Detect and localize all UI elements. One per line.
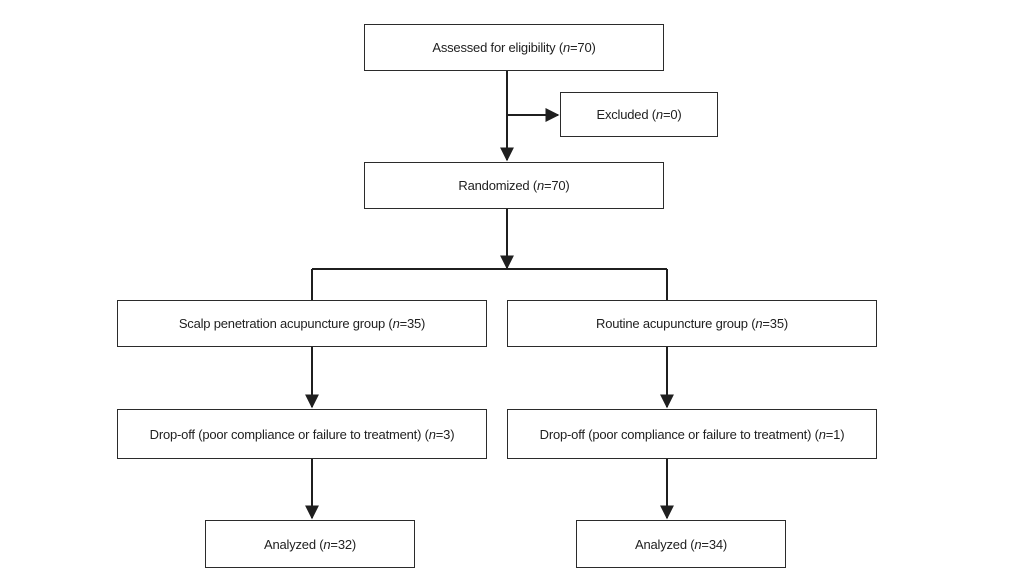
routine-dropoff-box: Drop-off (poor compliance or failure to … bbox=[507, 409, 877, 459]
scalp-acupuncture-group-box: Scalp penetration acupuncture group (n=3… bbox=[117, 300, 487, 347]
scalp-acupuncture-group-text: Scalp penetration acupuncture group (n=3… bbox=[178, 316, 426, 331]
routine-analyzed-box: Analyzed (n=34) bbox=[576, 520, 786, 568]
scalp-analyzed-box: Analyzed (n=32) bbox=[205, 520, 415, 568]
excluded-text: Excluded (n=0) bbox=[596, 107, 682, 122]
randomized-box: Randomized (n=70) bbox=[364, 162, 664, 209]
routine-acupuncture-group-text: Routine acupuncture group (n=35) bbox=[596, 316, 788, 331]
routine-analyzed-text: Analyzed (n=34) bbox=[634, 536, 728, 552]
routine-dropoff-text: Drop-off (poor compliance or failure to … bbox=[539, 426, 845, 442]
randomized-text: Randomized (n=70) bbox=[458, 178, 570, 193]
assessed-eligibility-text: Assessed for eligibility (n=70) bbox=[432, 40, 596, 55]
excluded-box: Excluded (n=0) bbox=[560, 92, 718, 137]
assessed-eligibility-box: Assessed for eligibility (n=70) bbox=[364, 24, 664, 71]
scalp-dropoff-box: Drop-off (poor compliance or failure to … bbox=[117, 409, 487, 459]
scalp-analyzed-text: Analyzed (n=32) bbox=[263, 536, 357, 552]
routine-acupuncture-group-box: Routine acupuncture group (n=35) bbox=[507, 300, 877, 347]
scalp-dropoff-text: Drop-off (poor compliance or failure to … bbox=[149, 426, 455, 442]
